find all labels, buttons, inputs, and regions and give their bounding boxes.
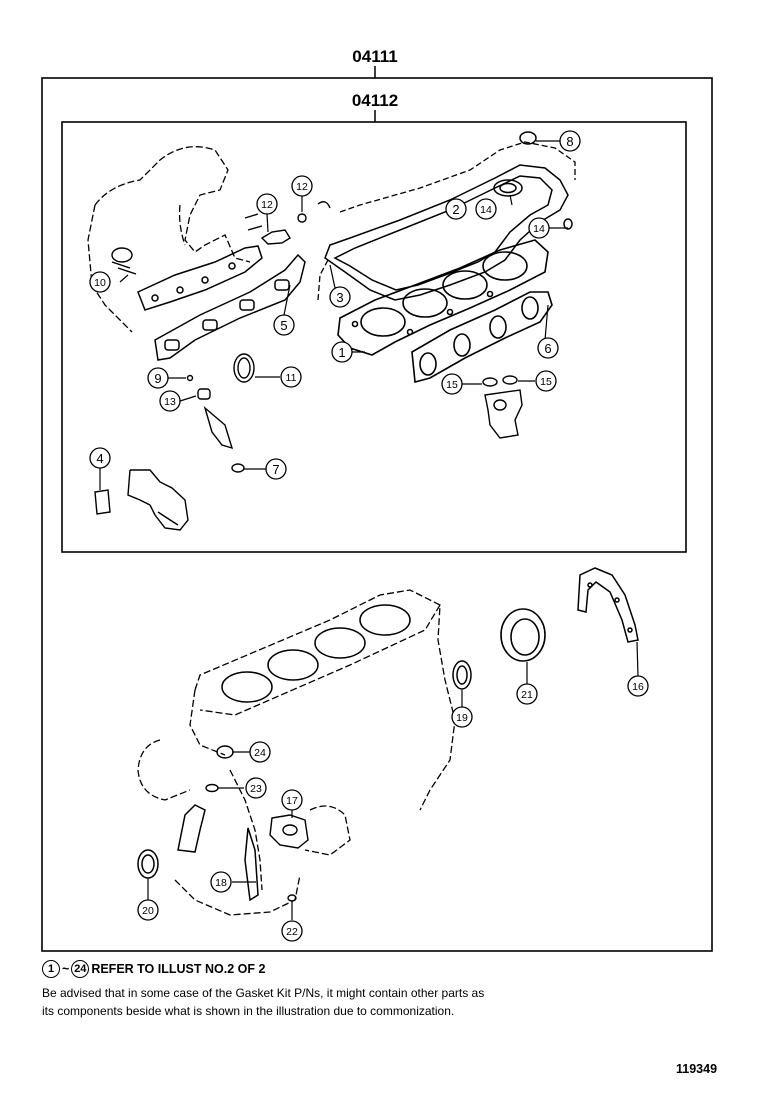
advice-line-1: Be advised that in some case of the Gask… (42, 986, 485, 1000)
callout-13: 13 (164, 396, 176, 408)
callouts (89, 130, 649, 942)
callout-3: 3 (336, 290, 343, 305)
callout-numbers: 8 2 14 14 12 12 10 5 3 1 6 9 13 11 4 7 1… (94, 134, 644, 938)
cylinder-bores (221, 604, 411, 703)
callout-12a: 12 (296, 181, 308, 193)
ref-start-callout: 1 (42, 960, 60, 978)
oil-filler-seal (493, 131, 573, 230)
callout-22: 22 (286, 926, 298, 938)
intake-manifold-gasket (137, 245, 263, 311)
callout-24: 24 (254, 747, 266, 759)
callout-4: 4 (96, 451, 103, 466)
outer-kit-frame (41, 77, 713, 952)
gasket-16 (577, 567, 639, 643)
callout-9: 9 (154, 371, 161, 386)
ref-text: REFER TO ILLUST NO.2 OF 2 (91, 962, 266, 976)
ref-separator: ~ (62, 962, 70, 976)
manifold-gasket-5 (154, 253, 306, 361)
callout-7: 7 (272, 462, 279, 477)
callout-14b: 14 (533, 223, 545, 235)
callout-15b: 15 (540, 376, 552, 388)
callout-1: 1 (338, 345, 345, 360)
cylinder-block-outline (137, 589, 456, 916)
callout-19: 19 (456, 712, 468, 724)
oil-pan-gasket-18 (177, 804, 259, 902)
callout-12b: 12 (261, 199, 273, 211)
reference-note: 1 ~ 24 REFER TO ILLUST NO.2 OF 2 (42, 960, 265, 978)
oil-seal-21 (500, 608, 546, 662)
advice-line-2: its components beside what is shown in t… (42, 1004, 455, 1018)
exhaust-pipe-gasket-15 (482, 375, 523, 439)
seal-19 (452, 660, 472, 690)
diagram-id: 119349 (676, 1062, 718, 1076)
leader-lines (99, 140, 639, 920)
callout-14a: 14 (480, 204, 492, 216)
callout-21: 21 (521, 689, 533, 701)
callout-5: 5 (280, 318, 287, 333)
outer-kit-part-number: 04111 (352, 47, 397, 66)
callout-2: 2 (452, 202, 459, 217)
intake-manifold-outline (87, 146, 251, 333)
ref-end-callout: 24 (71, 960, 90, 978)
water-pump-gasket-17 (269, 814, 309, 849)
inner-kit-frame (61, 121, 687, 553)
callout-23: 23 (250, 783, 262, 795)
exhaust-manifold-gasket-6 (411, 291, 553, 384)
callout-15a: 15 (446, 379, 458, 391)
seal-20 (137, 849, 159, 879)
callout-16: 16 (632, 681, 644, 693)
callout-8: 8 (566, 134, 573, 149)
small-parts-left (111, 201, 331, 473)
callout-11: 11 (286, 372, 297, 384)
head-cover-2 (317, 141, 576, 301)
callout-10: 10 (94, 277, 106, 289)
water-outlet-part-4 (94, 469, 189, 531)
callout-17: 17 (286, 795, 298, 807)
callout-6: 6 (544, 341, 551, 356)
inner-kit-part-number: 04112 (352, 91, 398, 110)
callout-20: 20 (142, 905, 154, 917)
callout-18: 18 (215, 877, 227, 889)
cylinder-head-gasket-1 (337, 239, 549, 356)
